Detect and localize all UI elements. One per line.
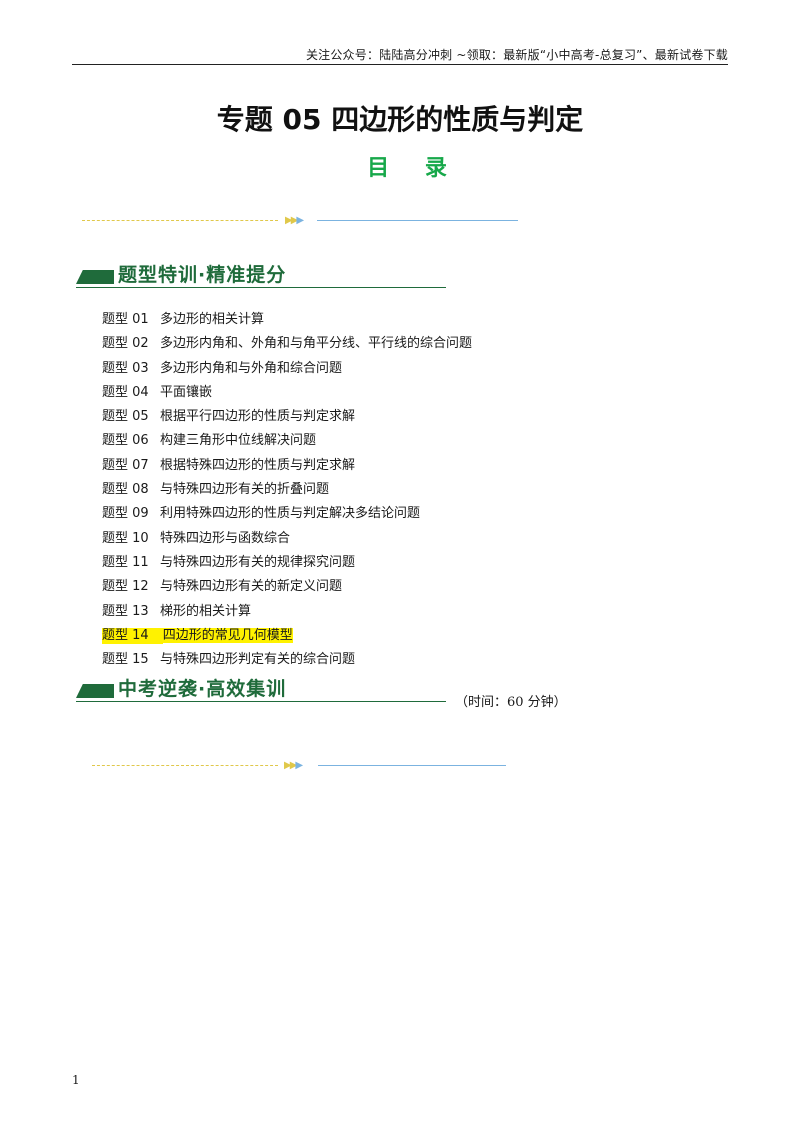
document-title: 专题 05 四边形的性质与判定 (216, 103, 584, 136)
divider-bottom: ▶▶▶ (92, 760, 506, 771)
header-rule (72, 64, 728, 65)
header-note: 关注公众号：陆陆高分冲刺 ~领取：最新版“小中高考-总复习”、最新试卷下载 (305, 48, 728, 62)
section-banner-practice: 题型特训·精准提分 (76, 260, 446, 288)
time-limit-note: （时间：60 分钟） (455, 695, 567, 710)
section-label-exam: 中考逆袭·高效集训 (118, 678, 287, 700)
page-number: 1 (72, 1073, 80, 1087)
section-banner-exam: 中考逆袭·高效集训 (76, 674, 446, 702)
banner-shape-icon (76, 684, 114, 698)
divider-top: ▶▶▶ (82, 215, 518, 226)
arrow-icon: ▶▶▶ (284, 760, 303, 771)
section-label-practice: 题型特训·精准提分 (118, 264, 287, 286)
banner-shape-icon (76, 270, 114, 284)
toc-heading: 目 录 (367, 156, 461, 181)
arrow-icon: ▶▶▶ (285, 215, 304, 226)
